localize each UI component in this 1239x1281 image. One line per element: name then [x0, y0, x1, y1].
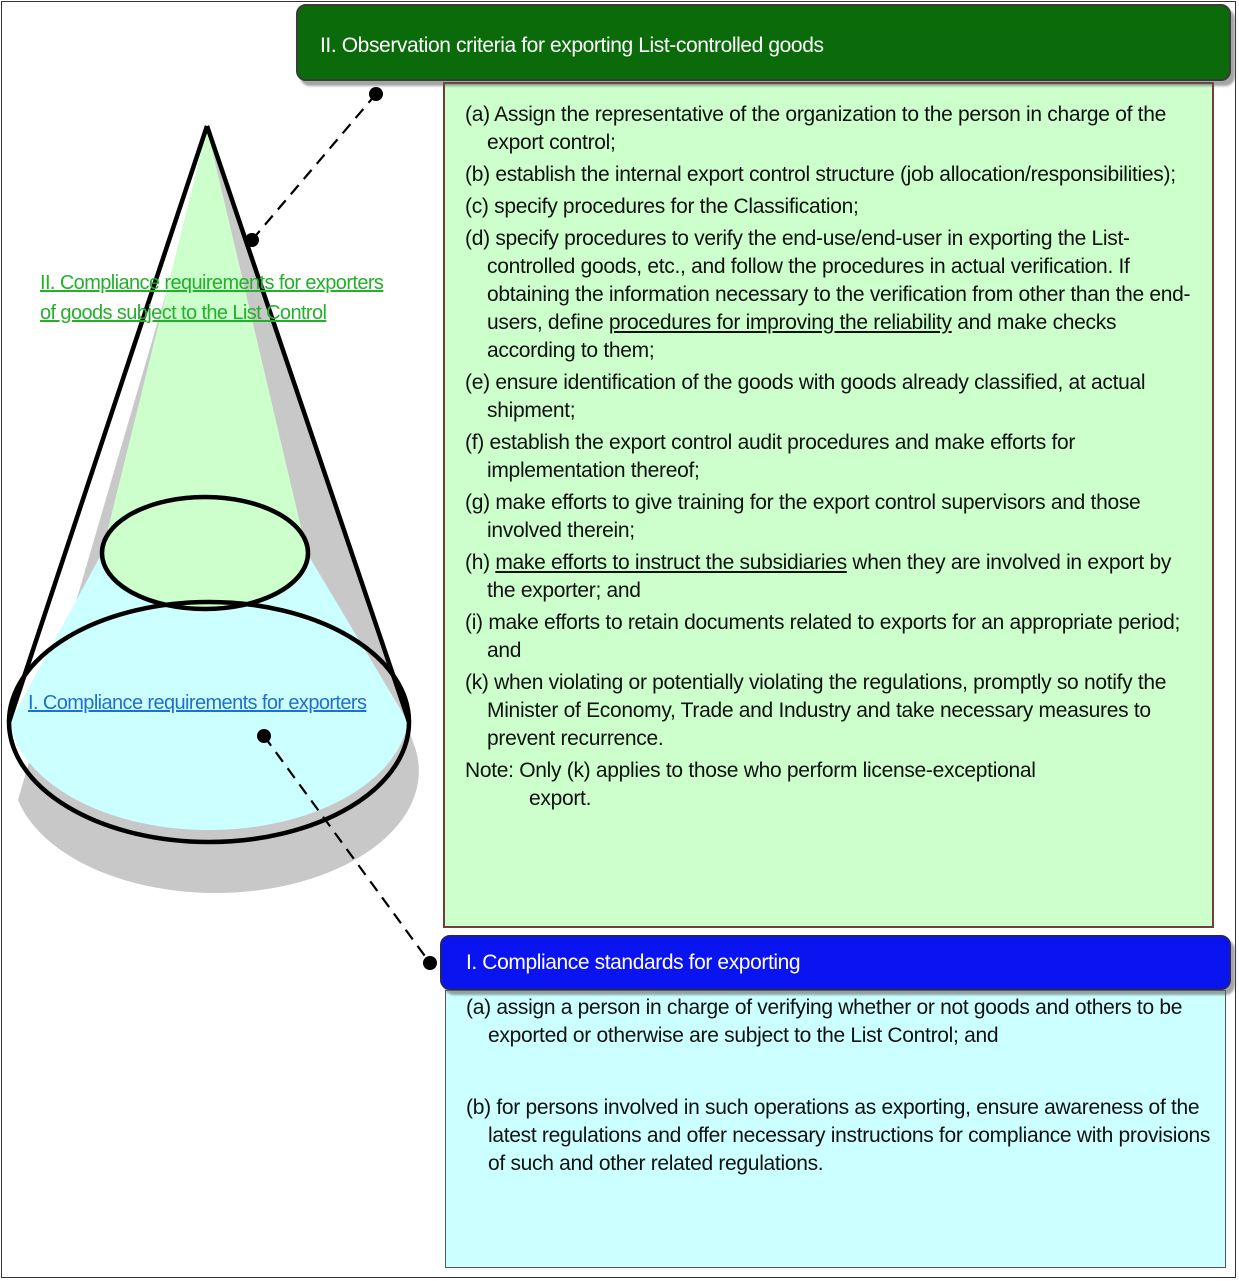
list-item-a-prefix: (a) [465, 103, 490, 126]
list-item-h: (h) make efforts to instruct the subsidi… [465, 549, 1198, 605]
list-item-c-prefix: (c) [465, 195, 489, 218]
cone-left-side [6, 125, 210, 723]
list-item-k-prefix: (k) [465, 671, 489, 694]
list-item-d-underlined: procedures for improving the reliability [608, 311, 952, 334]
list-item-c: (c) specify procedures for the Classific… [465, 193, 1198, 221]
list-item-i: (i) make efforts to retain documents rel… [465, 609, 1198, 665]
basic-standards-panel: (a) assign a person in charge of verifyi… [445, 990, 1226, 1268]
list-item-a-text: Assign the representative of the organiz… [487, 103, 1166, 154]
list-item-b-prefix: (b) [465, 163, 490, 186]
list-note-continuation: export. [529, 787, 592, 810]
basic-item-a-text: assign a person in charge of verifying w… [488, 996, 1183, 1047]
list-criteria-panel: (a) Assign the representative of the org… [443, 82, 1214, 928]
list-item-c-text: specify procedures for the Classificatio… [494, 195, 859, 218]
list-item-h-text-after: when they are involved in export by the … [487, 551, 1172, 602]
connector-basic-dot-start [257, 729, 271, 743]
list-item-g-text: make efforts to give training for the ex… [487, 491, 1141, 542]
list-item-k: (k) when violating or potentially violat… [465, 669, 1198, 753]
list-item-f: (f) establish the export control audit p… [465, 429, 1198, 485]
cone-base-ellipse [6, 599, 412, 845]
list-item-d-text-before: specify procedures to verify the end-use… [487, 227, 1191, 334]
basic-item-a-prefix: (a) [466, 996, 491, 1019]
list-item-d-text-after: and make checks according to them; [487, 311, 1117, 362]
list-note-text: Only (k) applies to those who perform li… [519, 759, 1036, 782]
list-item-b: (b) establish the internal export contro… [465, 161, 1198, 189]
list-item-h-underlined: make efforts to instruct the subsidiarie… [495, 551, 847, 574]
list-item-e: (e) ensure identification of the goods w… [465, 369, 1198, 425]
basic-standards-title: I. Compliance standards for exporting [440, 935, 1231, 990]
cone-label-list-control[interactable]: II. Compliance requirements for exporter… [40, 272, 384, 324]
list-note: Note: Only (k) applies to those who perf… [465, 757, 1198, 813]
basic-standards-title-text: I. Compliance standards for exporting [466, 950, 801, 974]
basic-item-b-text: for persons involved in such operations … [488, 1096, 1211, 1175]
list-item-i-text: make efforts to retain documents related… [487, 611, 1181, 662]
basic-item-b-prefix: (b) [466, 1096, 491, 1119]
list-item-g: (g) make efforts to give training for th… [465, 489, 1198, 545]
list-item-a: (a) Assign the representative of the org… [465, 101, 1198, 157]
connector-basic-dot-end [423, 956, 437, 970]
cone-upper-body [102, 128, 307, 553]
list-item-b-text: establish the internal export control st… [495, 163, 1176, 186]
list-criteria-title-text: II. Observation criteria for exporting L… [320, 34, 824, 57]
connector-list-dot-end [369, 87, 383, 101]
cone-middle-ellipse [99, 494, 311, 612]
list-item-h-prefix: (h) [465, 551, 490, 574]
connector-list-line [251, 93, 377, 241]
list-note-label: Note: [465, 759, 514, 782]
list-item-k-text: when violating or potentially violating … [487, 671, 1167, 750]
list-item-d-prefix: (d) [465, 227, 490, 250]
list-item-e-prefix: (e) [465, 371, 490, 394]
list-item-e-text: ensure identification of the goods with … [487, 371, 1146, 422]
list-item-f-text: establish the export control audit proce… [487, 431, 1076, 482]
basic-item-a: (a) assign a person in charge of verifyi… [466, 994, 1213, 1050]
cone-label-basic-requirements[interactable]: I. Compliance requirements for exporters [28, 692, 367, 714]
cone-right-side [204, 125, 412, 723]
connector-basic-line [263, 735, 431, 964]
list-item-i-prefix: (i) [465, 611, 483, 634]
connector-list-dot-start [245, 233, 259, 247]
cone-lower-body [10, 553, 408, 831]
list-item-f-prefix: (f) [465, 431, 484, 454]
basic-item-b: (b) for persons involved in such operati… [466, 1094, 1213, 1178]
list-criteria-title: II. Observation criteria for exporting L… [296, 4, 1231, 81]
list-item-d: (d) specify procedures to verify the end… [465, 225, 1198, 365]
list-item-g-prefix: (g) [465, 491, 490, 514]
